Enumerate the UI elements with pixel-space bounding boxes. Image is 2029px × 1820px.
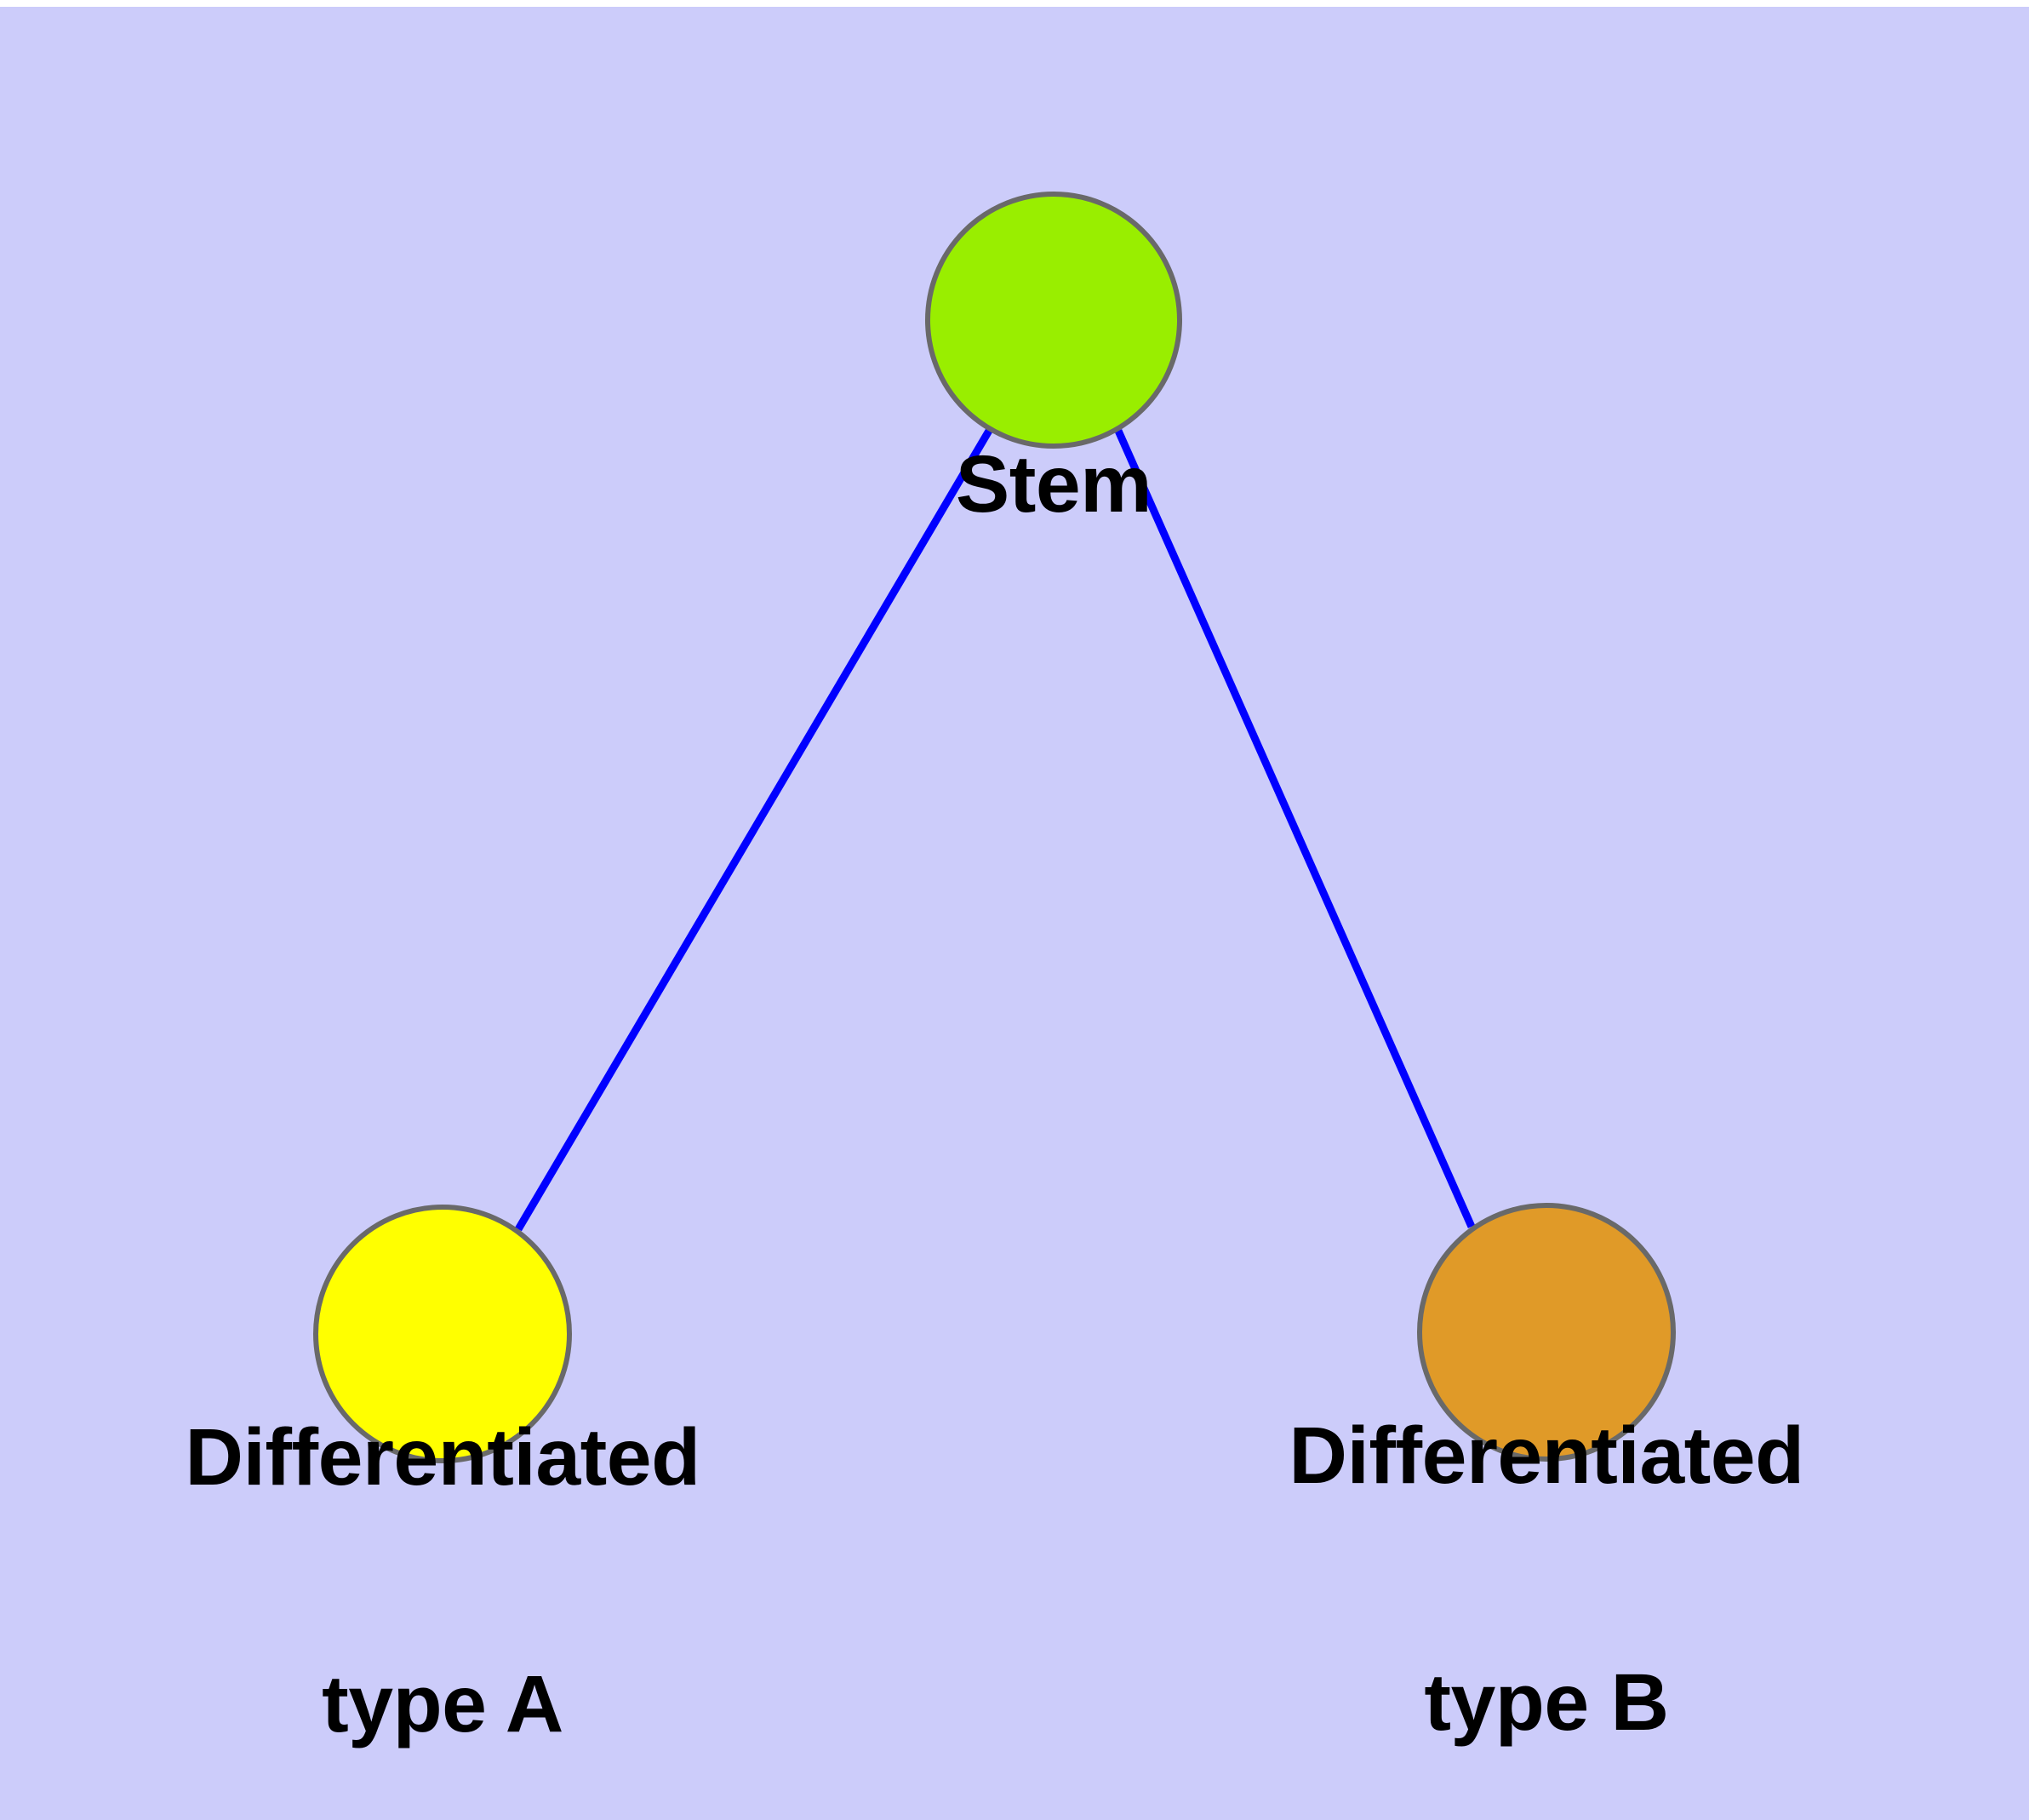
node-stem[interactable] <box>925 192 1182 449</box>
node-differentiated-type-a[interactable] <box>313 1205 572 1463</box>
edge-stem-to-differentiated-type-b[interactable] <box>1114 429 1476 1228</box>
node-layer <box>313 192 1676 1463</box>
edge-stem-to-differentiated-type-a[interactable] <box>515 428 992 1232</box>
edge-layer <box>515 428 1476 1232</box>
node-differentiated-type-b[interactable] <box>1417 1203 1676 1462</box>
